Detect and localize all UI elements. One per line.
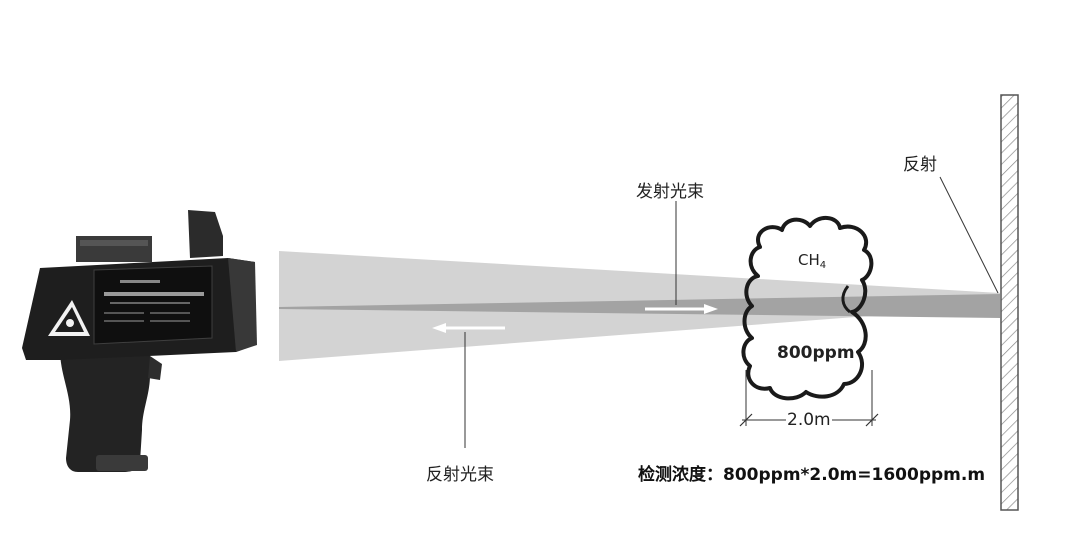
reflection-wall	[1000, 94, 1019, 511]
reflection-leader	[939, 176, 999, 294]
path-length-label: 2.0m	[787, 410, 831, 430]
length-dimension	[739, 370, 879, 427]
laser-methane-detector	[22, 210, 257, 472]
gas-label: CH4	[798, 251, 826, 271]
gas-label-subscript: 4	[819, 260, 827, 271]
return-beam-label: 反射光束	[426, 465, 494, 485]
detection-formula: 检测浓度：800ppm*2.0m=1600ppm.m	[638, 465, 986, 485]
gas-cloud-inner-mark	[841, 285, 851, 314]
gas-label-main: CH	[798, 251, 820, 269]
gas-cloud	[741, 216, 874, 401]
emit-arrow	[645, 304, 718, 314]
emit-beam-inner	[279, 294, 1000, 318]
laser-warning-icon	[48, 300, 90, 336]
emit-beam-label: 发射光束	[636, 182, 704, 202]
reflection-label: 反射	[903, 155, 937, 175]
concentration-label: 800ppm	[777, 343, 855, 363]
return-arrow	[432, 323, 505, 333]
